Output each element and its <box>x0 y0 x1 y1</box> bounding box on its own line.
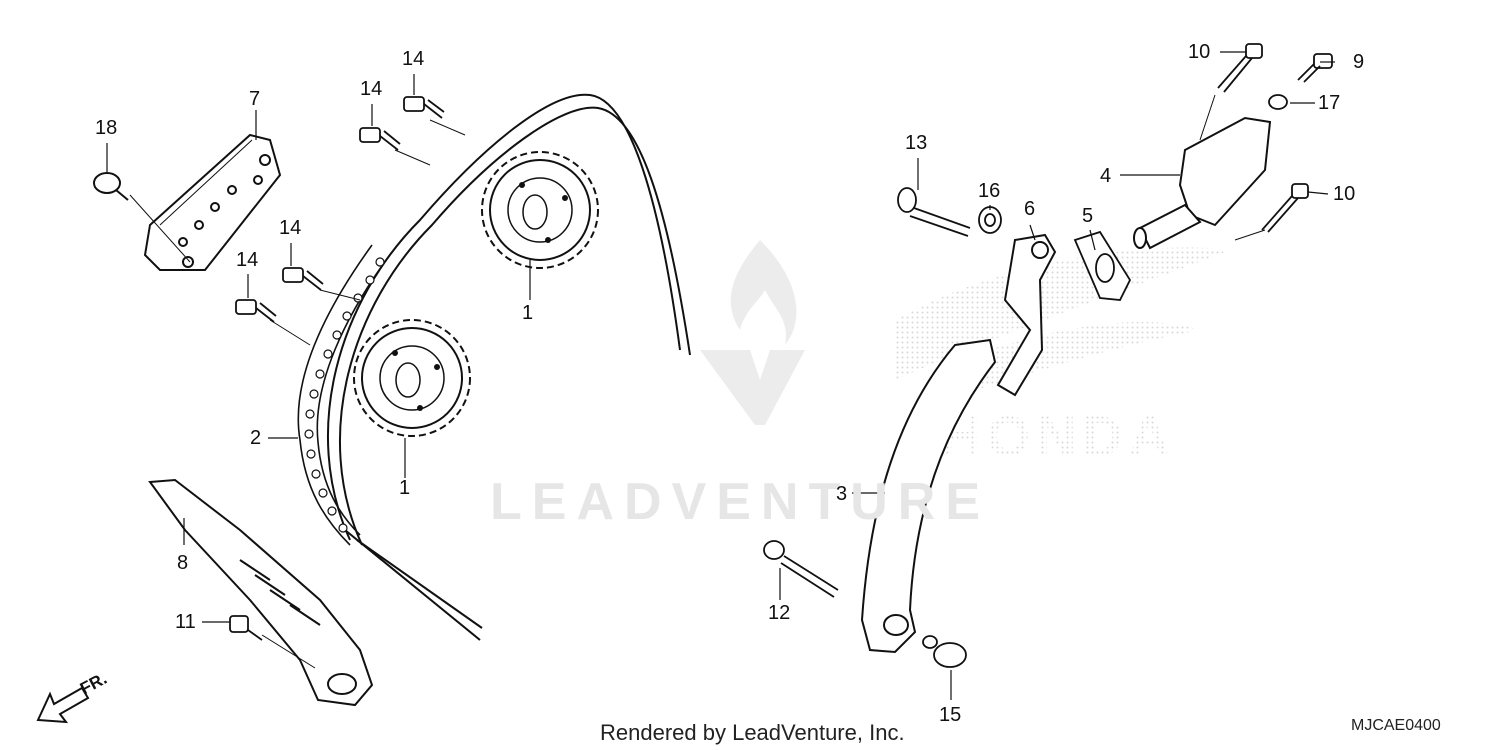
callout-10-top[interactable]: 10 <box>1188 41 1211 63</box>
callout-7[interactable]: 7 <box>249 88 261 110</box>
bolt-9 <box>1297 53 1333 83</box>
pivot-bolt-12 <box>763 540 839 598</box>
callout-1-lower[interactable]: 1 <box>399 477 411 499</box>
callout-17[interactable]: 17 <box>1318 92 1341 114</box>
bolt-14-d <box>235 299 277 323</box>
callout-16[interactable]: 16 <box>978 180 1001 202</box>
cam-sprocket-lower <box>353 319 471 437</box>
washer-16 <box>978 206 1002 234</box>
callout-15[interactable]: 15 <box>939 704 962 726</box>
callout-14-d[interactable]: 14 <box>236 249 259 271</box>
bolt-14-a <box>403 96 445 119</box>
callout-12[interactable]: 12 <box>768 602 791 624</box>
callout-9[interactable]: 9 <box>1353 51 1365 73</box>
callout-14-a[interactable]: 14 <box>402 48 425 70</box>
callout-3[interactable]: 3 <box>836 483 848 505</box>
callout-10-right[interactable]: 10 <box>1333 183 1356 205</box>
callout-2[interactable]: 2 <box>250 427 262 449</box>
collar-15 <box>922 635 967 668</box>
callout-13[interactable]: 13 <box>905 132 928 154</box>
bolt-13 <box>897 187 971 237</box>
callout-6[interactable]: 6 <box>1024 198 1036 220</box>
callout-14-b[interactable]: 14 <box>360 78 383 100</box>
cam-sprocket-upper <box>481 151 599 269</box>
callout-14-c[interactable]: 14 <box>279 217 302 239</box>
callout-4[interactable]: 4 <box>1100 165 1112 187</box>
cam-chain-rollers <box>304 257 385 533</box>
bolt-18 <box>93 172 129 201</box>
tensioner-arm <box>860 338 997 654</box>
bracket-6 <box>996 233 1057 397</box>
front-direction-arrow <box>36 686 90 724</box>
cam-chain-links <box>297 244 393 546</box>
bolt-11 <box>229 615 263 641</box>
bolt-14-c <box>282 267 324 291</box>
diagram-code: MJCAE0400 <box>1351 717 1441 734</box>
callout-5[interactable]: 5 <box>1082 205 1094 227</box>
callout-18[interactable]: 18 <box>95 117 118 139</box>
svg-text:HONDA: HONDA <box>940 404 1175 467</box>
watermark-text: LEADVENTURE <box>490 473 991 531</box>
bolt-10-top <box>1217 43 1263 93</box>
callout-1-upper[interactable]: 1 <box>522 302 534 324</box>
bolt-10-right <box>1261 183 1309 233</box>
washer-17 <box>1268 94 1288 110</box>
honda-watermark: HONDA <box>895 247 1230 467</box>
watermark-logo <box>700 240 805 425</box>
bolt-14-b <box>359 127 401 151</box>
callout-11[interactable]: 11 <box>175 611 196 633</box>
tensioner-lifter <box>1133 116 1272 250</box>
gasket-5 <box>1073 230 1132 301</box>
chain-guide <box>148 478 374 707</box>
leader-lines <box>106 51 1335 700</box>
chain-guide-plate <box>143 133 282 271</box>
cam-chain <box>326 93 691 641</box>
footer-credit: Rendered by LeadVenture, Inc. <box>600 720 905 745</box>
callout-8[interactable]: 8 <box>177 552 189 574</box>
